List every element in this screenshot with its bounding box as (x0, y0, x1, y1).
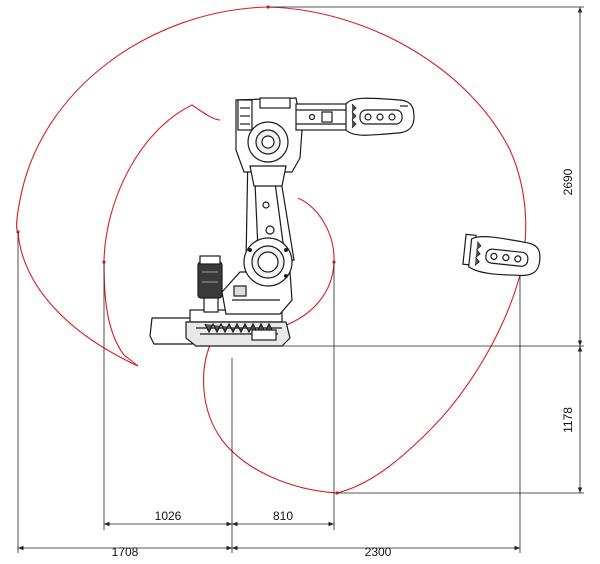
robot-axis2-joint (243, 237, 293, 287)
dimension-labels: 2690 1178 1026 810 1708 2300 (112, 168, 575, 559)
robot-upper-arm-housing (235, 97, 303, 187)
robot-axis1-motor (197, 255, 223, 313)
label-outer-right: 2300 (365, 545, 392, 559)
label-vertical-lower: 1178 (561, 407, 575, 433)
label-inner-left: 1026 (155, 509, 182, 523)
robot-wrist-reach (462, 233, 541, 277)
envelope-hook (103, 104, 221, 367)
robot-wrist-upper (345, 97, 415, 136)
envelope-outer-left-arc (16, 6, 269, 367)
label-inner-right: 810 (273, 509, 293, 523)
robot-forearm (295, 103, 349, 131)
robot-base (149, 309, 291, 347)
envelope-lower-arc (203, 344, 338, 494)
label-vertical-upper: 2690 (561, 168, 575, 195)
robot-illustration (149, 97, 541, 347)
dimension-lines (17, 6, 584, 553)
label-outer-left: 1708 (112, 545, 139, 559)
